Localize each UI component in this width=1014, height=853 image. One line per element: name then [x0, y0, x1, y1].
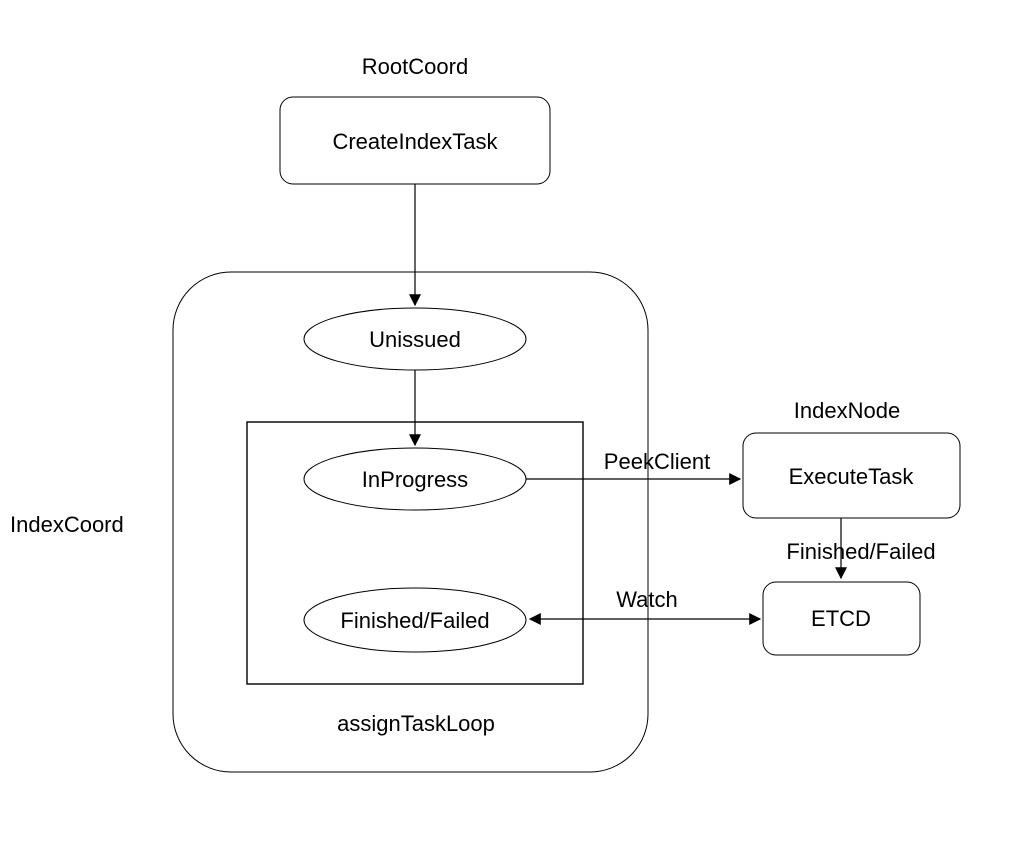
indexnode-group-label: IndexNode: [794, 398, 900, 423]
etcd-label: ETCD: [811, 606, 871, 631]
rootcoord-group-label: RootCoord: [362, 54, 468, 79]
etcd-node: [762, 581, 921, 656]
assigntaskloop-label: assignTaskLoop: [337, 711, 495, 736]
indexcoord-container: [172, 271, 649, 773]
watch-edge-label: Watch: [616, 587, 678, 612]
finished-failed-state-label: Finished/Failed: [340, 608, 489, 633]
indexcoord-group-label: IndexCoord: [10, 512, 124, 537]
finished-failed-state-ellipse: [303, 587, 527, 653]
finished-failed-edge-label: Finished/Failed: [786, 539, 935, 564]
create-index-task-label: CreateIndexTask: [332, 129, 498, 154]
execute-task-label: ExecuteTask: [789, 464, 915, 489]
peekclient-edge-label: PeekClient: [604, 449, 710, 474]
inprogress-label: InProgress: [362, 467, 468, 492]
unissued-label: Unissued: [369, 327, 461, 352]
execute-task-node: [742, 432, 961, 519]
